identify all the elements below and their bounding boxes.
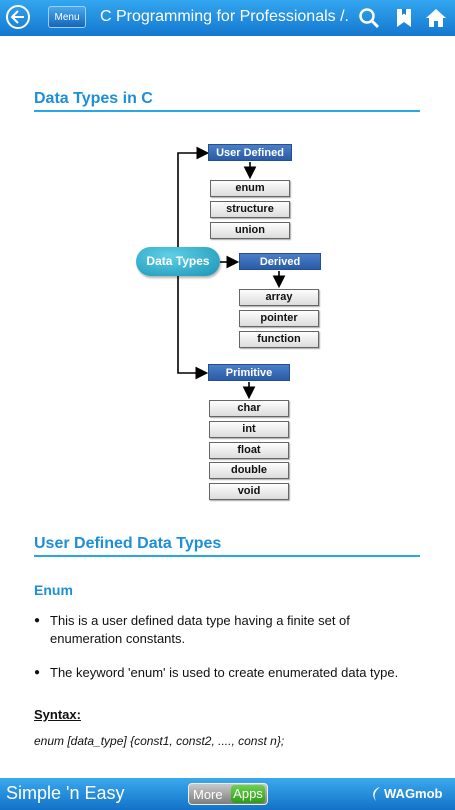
derived-header: Derived (239, 253, 321, 270)
home-icon[interactable] (424, 6, 448, 30)
diagram-item-structure: structure (210, 201, 290, 218)
menu-button[interactable]: Menu (48, 6, 86, 28)
apps-label: Apps (231, 785, 265, 803)
section-title-user-defined: User Defined Data Types (34, 535, 222, 552)
primitive-header: Primitive (208, 364, 290, 381)
list-item: The keyword 'enum' is used to create enu… (34, 664, 424, 682)
bottom-bar: Simple 'n Easy More Apps WAGmob (0, 778, 455, 810)
data-types-root: Data Types (136, 247, 220, 276)
more-label: More (193, 787, 223, 802)
diagram-item-double: double (209, 462, 289, 479)
enum-bullet-list: This is a user defined data type having … (34, 612, 424, 682)
wagmob-logo-icon (373, 787, 380, 801)
bookmark-icon[interactable] (392, 6, 416, 30)
diagram-item-enum: enum (210, 180, 290, 197)
search-icon[interactable] (357, 6, 381, 30)
back-button[interactable] (6, 5, 30, 29)
list-item: This is a user defined data type having … (34, 612, 424, 648)
section-divider (34, 555, 420, 557)
back-arrow-icon (10, 10, 24, 24)
more-apps-button[interactable]: More Apps (188, 783, 268, 805)
page-title: C Programming for Professionals /... (100, 8, 350, 25)
diagram-item-union: union (210, 222, 290, 239)
syntax-code: enum [data_type] {const1, const2, ...., … (34, 734, 285, 748)
section-title-data-types: Data Types in C (34, 90, 153, 107)
top-bar: Menu C Programming for Professionals /..… (0, 0, 455, 36)
subsection-title-enum: Enum (34, 582, 73, 598)
app-tagline: Simple 'n Easy (6, 783, 125, 803)
diagram-item-array: array (239, 289, 319, 306)
section-divider (34, 110, 420, 112)
diagram-item-int: int (209, 421, 289, 438)
syntax-label: Syntax: (34, 707, 81, 722)
diagram-item-float: float (209, 442, 289, 459)
diagram-item-function: function (239, 331, 319, 348)
brand-logo: WAGmob (370, 783, 452, 805)
brand-name: WAGmob (384, 786, 443, 801)
diagram-item-void: void (209, 483, 289, 500)
user-defined-header: User Defined (208, 144, 292, 161)
diagram-item-pointer: pointer (239, 310, 319, 327)
diagram-item-char: char (209, 400, 289, 417)
